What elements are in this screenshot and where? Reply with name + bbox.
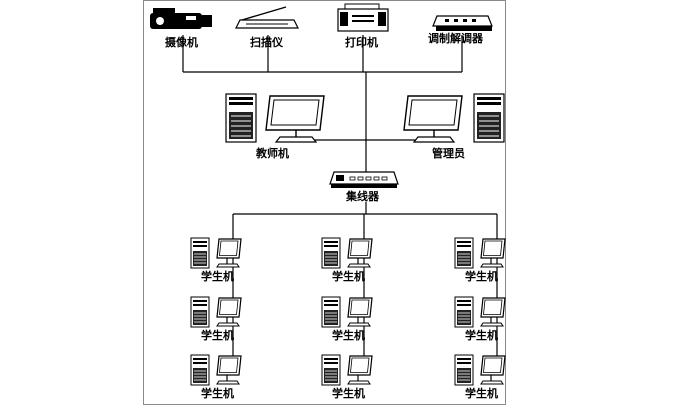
student-computer-icon	[190, 354, 242, 386]
student-computer: 学生机	[321, 354, 373, 400]
student-computer-icon	[321, 354, 373, 386]
student-computer: 学生机	[454, 296, 506, 342]
student-label: 学生机	[201, 386, 234, 400]
student-label: 学生机	[332, 269, 365, 283]
admin-computer-icon	[403, 93, 505, 143]
student-label: 学生机	[332, 328, 365, 342]
student-computer-icon	[454, 354, 506, 386]
camera-label: 摄像机	[165, 35, 198, 49]
student-label: 学生机	[465, 386, 498, 400]
printer-label: 打印机	[345, 35, 378, 49]
student-computer-icon	[454, 296, 506, 328]
student-computer: 学生机	[190, 354, 242, 400]
teacher-computer-icon	[225, 93, 325, 143]
student-label: 学生机	[332, 386, 365, 400]
student-label: 学生机	[201, 328, 234, 342]
diagram-frame	[143, 0, 506, 405]
teacher-label: 教师机	[255, 146, 289, 160]
student-computer: 学生机	[190, 237, 242, 283]
admin-label: 管理员	[432, 146, 465, 160]
student-computer-icon	[190, 296, 242, 328]
scanner-label: 扫描仪	[250, 35, 284, 49]
student-computer: 学生机	[321, 237, 373, 283]
student-computer: 学生机	[454, 354, 506, 400]
hub-icon	[329, 171, 399, 188]
scanner-icon	[235, 6, 299, 29]
modem-icon	[432, 15, 493, 31]
student-label: 学生机	[201, 269, 234, 283]
student-computer: 学生机	[454, 237, 506, 283]
modem-label: 调制解调器	[428, 31, 484, 45]
student-label: 学生机	[465, 328, 498, 342]
student-computer-icon	[321, 296, 373, 328]
student-computer-icon	[321, 237, 373, 269]
printer-icon	[337, 3, 389, 32]
student-computer: 学生机	[190, 296, 242, 342]
student-computer: 学生机	[321, 296, 373, 342]
student-computer-icon	[190, 237, 242, 269]
camera-icon	[150, 8, 212, 29]
student-label: 学生机	[465, 269, 498, 283]
hub-label: 集线器	[345, 189, 380, 203]
student-computer-icon	[454, 237, 506, 269]
